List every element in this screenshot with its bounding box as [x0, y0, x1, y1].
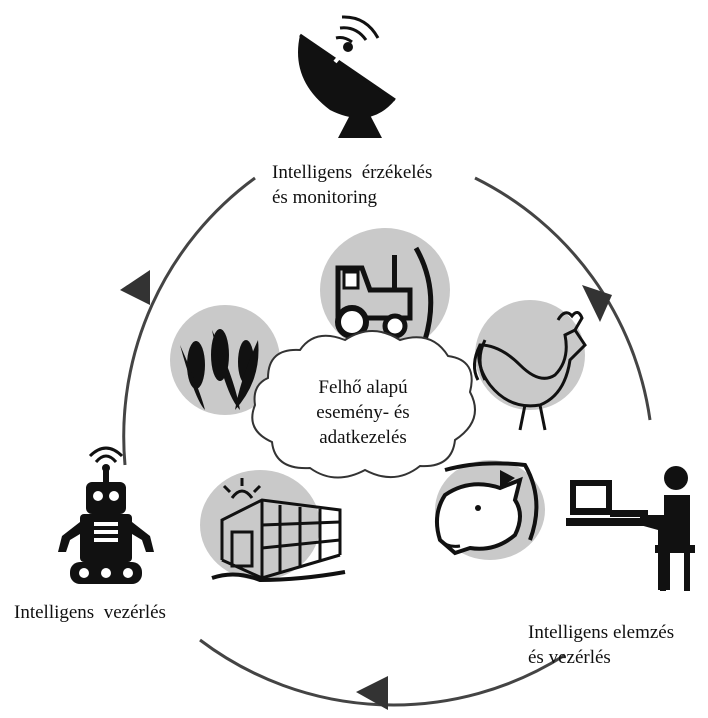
- label-analysis-line2: és vezérlés: [528, 647, 611, 668]
- satellite-dish-icon: [298, 15, 396, 138]
- arrow-right: [582, 285, 612, 322]
- label-analysis: Intelligens elemzés és vezérlés: [528, 620, 674, 670]
- label-sensing-line1: Intelligens érzékelés: [272, 162, 433, 183]
- cloud-shape: [251, 330, 476, 479]
- rooster-icon: [473, 311, 587, 431]
- label-sensing-line2: és monitoring: [272, 187, 378, 208]
- cloud-label-line2: esemény- és: [316, 402, 410, 423]
- robot-icon: [58, 446, 154, 584]
- cloud-label-line3: adatkezelés: [319, 427, 407, 448]
- arrow-left: [120, 270, 150, 305]
- label-control: Intelligens vezérlés: [14, 602, 166, 623]
- corn-icon: [180, 329, 259, 410]
- cloud-label-line1: Felhő alapú: [318, 377, 408, 398]
- computer-user-icon: [566, 466, 695, 591]
- rooster-backdrop: [475, 300, 585, 410]
- tractor-icon: [335, 246, 434, 341]
- pig-icon: [434, 461, 539, 556]
- cloud-label: Felhő alapú esemény- és adatkezelés: [283, 375, 443, 450]
- label-analysis-line1: Intelligens elemzés: [528, 622, 675, 643]
- greenhouse-icon: [211, 478, 346, 583]
- arrow-bottom: [356, 676, 388, 710]
- greenhouse-backdrop: [200, 470, 320, 580]
- label-sensing: Intelligens érzékelés és monitoring: [272, 160, 432, 210]
